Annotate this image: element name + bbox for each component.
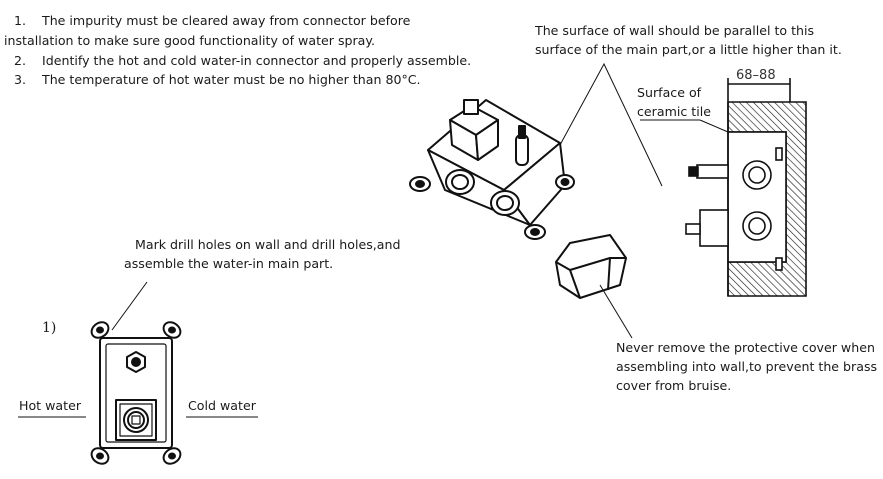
instruction-3-number: 3.: [14, 72, 27, 87]
valve-body-isometric: [409, 99, 575, 240]
drill-note-line-1: Mark drill holes on wall and drill holes…: [135, 237, 401, 252]
cover-note-line-1: Never remove the protective cover when: [616, 340, 875, 355]
cold-water-label: Cold water: [188, 398, 256, 413]
step-label: 1): [42, 320, 57, 336]
cover-note: Never remove the protective cover when a…: [616, 338, 877, 395]
instruction-3: 3. The temperature of hot water must be n…: [14, 70, 421, 89]
wall-note-line-2: surface of the main part,or a little hig…: [535, 42, 842, 57]
instruction-2-text: Identify the hot and cold water-in conne…: [42, 53, 472, 68]
section-cartridge: [699, 209, 729, 247]
dimension-label: 68–88: [736, 68, 776, 83]
instruction-1-text: The impurity must be cleared away from c…: [42, 13, 411, 28]
surface-label-line-1: Surface of: [637, 85, 702, 100]
surface-label: Surface of ceramic tile: [637, 83, 711, 121]
cover-note-line-2: assembling into wall,to prevent the bras…: [616, 359, 878, 374]
instruction-1-number: 1.: [14, 13, 27, 28]
hot-water-label: Hot water: [19, 398, 81, 413]
drill-note-line-2: assemble the water-in main part.: [124, 256, 334, 271]
section-stem: [696, 164, 729, 179]
wall-cross-section: [685, 78, 807, 297]
instruction-2: 2. Identify the hot and cold water-in con…: [14, 51, 471, 70]
corner-lug-bl: [90, 447, 110, 465]
instruction-2-number: 2.: [14, 53, 27, 68]
cover-note-line-3: cover from bruise.: [616, 378, 732, 393]
front-cartridge: [115, 399, 157, 441]
corner-lug-tr: [162, 321, 182, 339]
drill-note-leader: [111, 281, 148, 331]
drill-note: Mark drill holes on wall and drill holes…: [124, 235, 401, 273]
protective-cover: [555, 234, 627, 299]
leader-lines: [18, 62, 729, 418]
wall-note-line-1: The surface of wall should be parallel t…: [535, 23, 815, 38]
wall-note-leader: [559, 62, 663, 187]
corner-lug-br: [162, 447, 182, 465]
surface-label-line-2: ceramic tile: [637, 104, 711, 119]
wall-note: The surface of wall should be parallel t…: [535, 21, 842, 59]
diverter-stem: [515, 134, 529, 166]
instruction-1-continued: installation to make sure good functiona…: [4, 33, 376, 48]
front-plate: [90, 321, 182, 465]
instruction-1: 1. The impurity must be cleared away from…: [14, 11, 410, 30]
corner-lug-tl: [90, 321, 110, 339]
cover-note-leader: [599, 284, 633, 339]
instruction-3-text: The temperature of hot water must be no …: [42, 72, 421, 87]
